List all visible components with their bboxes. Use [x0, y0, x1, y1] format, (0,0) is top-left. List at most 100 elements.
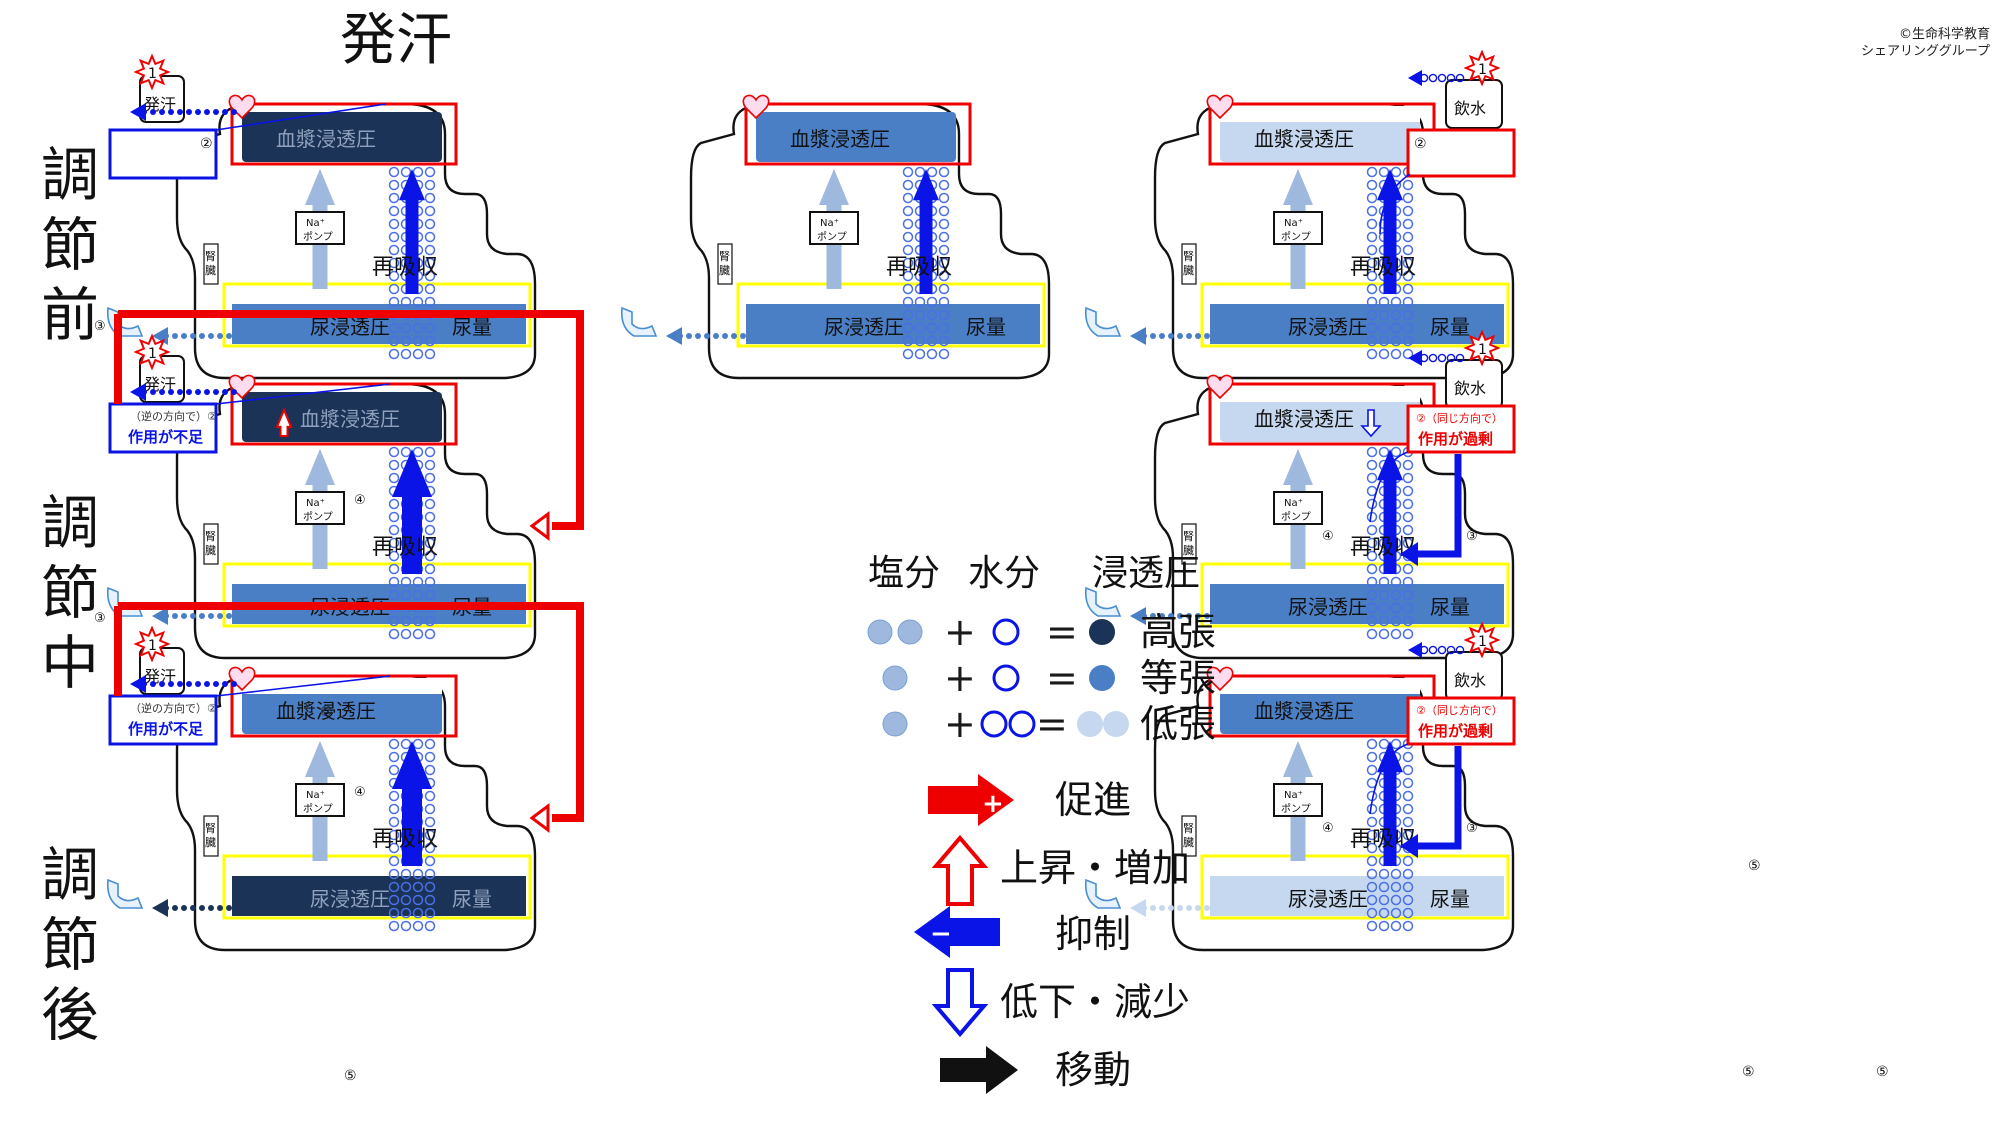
water-dot	[1378, 309, 1390, 321]
water-dot	[1366, 842, 1378, 854]
water-dot	[388, 829, 400, 841]
flow-arrowhead	[130, 675, 146, 693]
row-label-during: 調節中	[40, 489, 99, 697]
burst-icon	[1463, 621, 1501, 659]
flow-dot	[208, 613, 214, 619]
water-dot	[1390, 615, 1402, 627]
hormone-box	[1406, 128, 1516, 178]
pump-label-top: Na⁺	[820, 218, 839, 229]
legend-equals-2: =	[1046, 656, 1078, 700]
insufficient-label: 作用が不足	[128, 428, 204, 446]
legend-water-circle	[992, 618, 1020, 646]
flow-dot	[172, 613, 178, 619]
water-dot	[424, 907, 436, 919]
water-dot	[424, 192, 436, 204]
drink-dot	[1455, 645, 1465, 655]
water-dot	[1402, 296, 1414, 308]
water-dot	[424, 231, 436, 243]
water-dot	[1378, 738, 1390, 750]
flow-arrowhead	[1130, 899, 1146, 917]
water-dot	[902, 270, 914, 282]
flow-dot	[199, 613, 205, 619]
water-dot	[902, 335, 914, 347]
reabsorption-label: 再吸収	[372, 535, 438, 560]
water-dot	[424, 459, 436, 471]
water-dot	[1390, 628, 1402, 640]
water-dot	[1402, 524, 1414, 536]
water-dot	[926, 309, 938, 321]
water-dot	[400, 881, 412, 893]
flow-dot	[222, 389, 228, 395]
flow-dot	[172, 333, 178, 339]
flow-dot	[181, 905, 187, 911]
water-dot	[1366, 868, 1378, 880]
heart-icon	[1206, 374, 1234, 400]
flow-dot	[1150, 333, 1156, 339]
water-dot	[388, 894, 400, 906]
hormone-number: ②	[1414, 136, 1427, 152]
step5-urine-left: ⑤	[344, 1068, 357, 1084]
pump-box	[295, 491, 345, 525]
water-dot	[1390, 348, 1402, 360]
water-dot	[1402, 829, 1414, 841]
flow-dot	[731, 333, 737, 339]
legend-salt-circle	[882, 711, 908, 737]
kidney-tag	[203, 815, 219, 857]
body-outline	[689, 102, 1051, 380]
water-dot	[424, 472, 436, 484]
water-dot	[1366, 751, 1378, 763]
flow-dot	[150, 681, 156, 687]
urine-box	[222, 562, 532, 628]
water-dot	[1402, 257, 1414, 269]
body-outline	[175, 382, 537, 660]
flow-dot	[181, 613, 187, 619]
water-dot	[1378, 628, 1390, 640]
water-dot	[1378, 348, 1390, 360]
legend-rise-label: 上昇・増加	[1000, 846, 1191, 890]
water-dot	[1366, 894, 1378, 906]
urine-fill	[232, 876, 526, 916]
plasma-up-arrow	[275, 407, 293, 437]
water-dot	[412, 615, 424, 627]
water-dot	[424, 803, 436, 815]
water-dot	[902, 231, 914, 243]
water-dot	[1366, 615, 1378, 627]
urine-box	[736, 282, 1046, 348]
kidney-char-1: 腎	[1183, 530, 1194, 543]
flow-dot	[208, 905, 214, 911]
inhibit-arrowhead	[1400, 834, 1418, 858]
flow-arrowhead	[152, 899, 168, 917]
water-dot	[412, 322, 424, 334]
plasma-fill	[242, 112, 442, 162]
flow-dot	[1204, 905, 1210, 911]
water-dot	[1402, 881, 1414, 893]
water-dot	[1378, 166, 1390, 178]
water-dot	[1402, 348, 1414, 360]
pump-label-top: Na⁺	[1284, 790, 1303, 801]
water-dot	[926, 348, 938, 360]
burst-icon	[133, 53, 171, 91]
urine-label: 尿浸透圧	[1288, 887, 1368, 911]
water-dot	[400, 335, 412, 347]
plasma-fill	[1220, 112, 1420, 162]
pump-label-top: Na⁺	[306, 498, 325, 509]
water-dot	[424, 829, 436, 841]
hormone-line	[215, 675, 391, 697]
body-outline	[175, 674, 537, 952]
water-dot	[388, 296, 400, 308]
legend-inhibit-arrow	[914, 906, 1000, 958]
plasma-box	[230, 674, 458, 738]
water-dot	[1366, 881, 1378, 893]
flow-dot	[150, 109, 156, 115]
urine-box	[1200, 282, 1510, 348]
drink-dot	[1428, 353, 1438, 363]
water-dot	[412, 894, 424, 906]
flow-dot	[686, 333, 692, 339]
flow-dot	[222, 109, 228, 115]
water-dot	[1378, 907, 1390, 919]
step5-plasma-left: ⑤	[320, 704, 333, 720]
panel-2: 血漿浸透圧尿浸透圧尿量Na⁺ポンプ再吸収腎臓	[620, 94, 1051, 380]
plasma-down-arrow	[1360, 409, 1382, 438]
feedback-loop	[118, 310, 584, 530]
